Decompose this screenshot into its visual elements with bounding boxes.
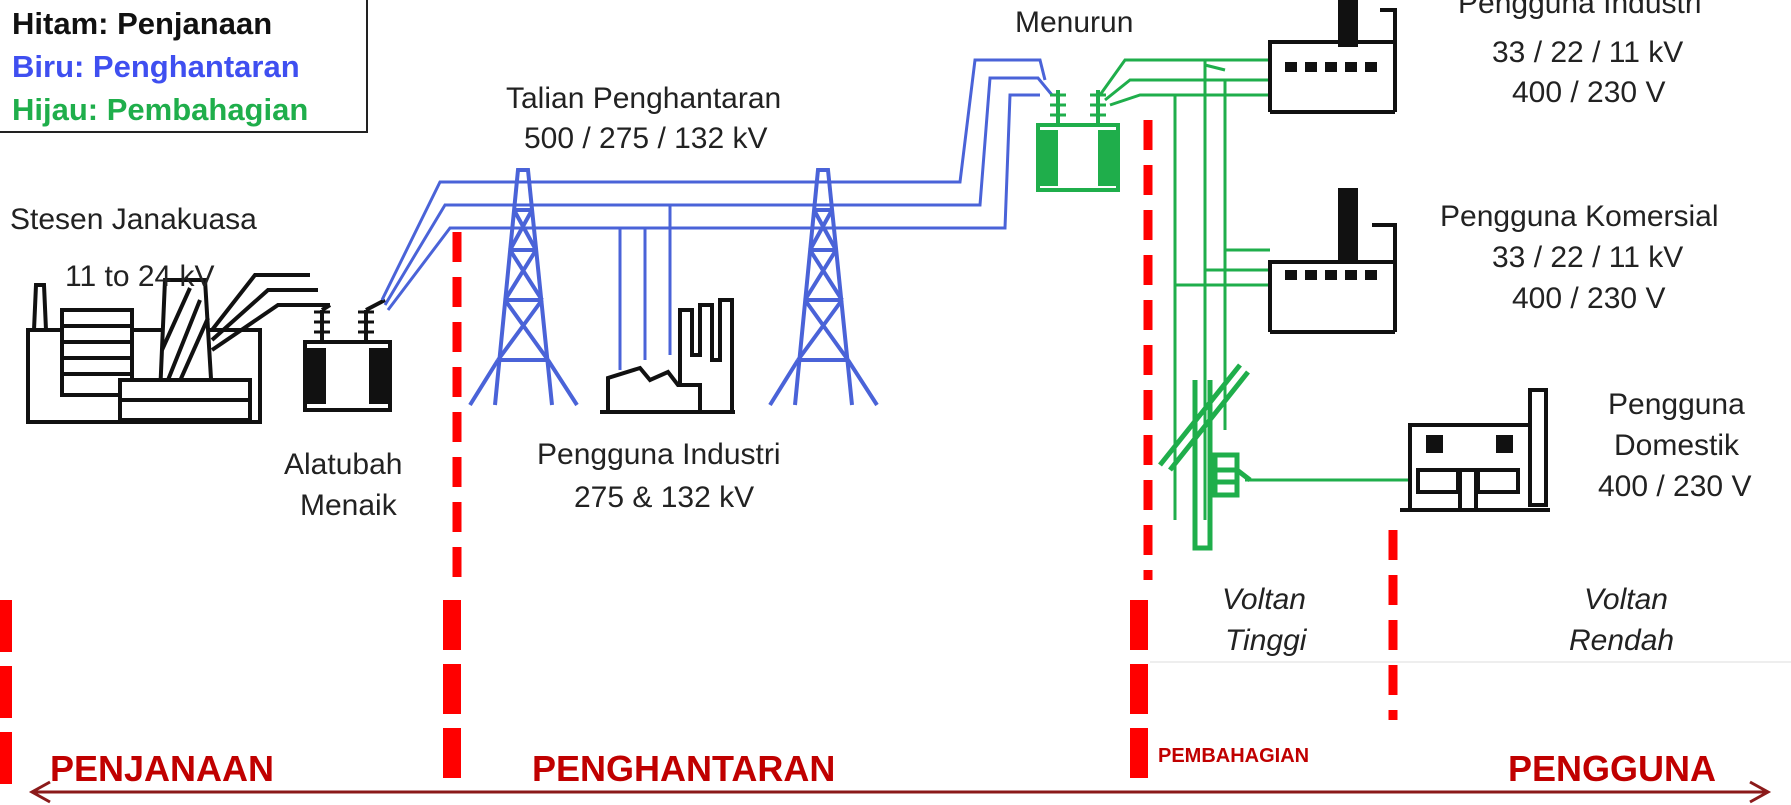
- label-stesen-janakuasa: Stesen Janakuasa: [10, 203, 257, 236]
- house-icon: [1400, 388, 1550, 512]
- label-gen-voltage: 11 to 24 kV: [65, 260, 215, 293]
- label-industri-275-1: Pengguna Industri: [537, 438, 781, 471]
- label-komersial-1: Pengguna Komersial: [1440, 200, 1719, 233]
- label-domestik-3: 400 / 230 V: [1598, 470, 1752, 503]
- label-komersial-2: 33 / 22 / 11 kV: [1492, 241, 1684, 274]
- sector-pengguna: PENGGUNA: [1508, 748, 1717, 789]
- label-industri-275-2: 275 & 132 kV: [574, 481, 755, 514]
- legend-transmission: Biru: Penghantaran: [12, 49, 300, 84]
- label-voltan-rendah-2: Rendah: [1569, 624, 1675, 657]
- power-plant-icon: [26, 273, 330, 424]
- factory-icon: [1268, 188, 1397, 334]
- label-domestik-2: Domestik: [1614, 429, 1740, 462]
- step-down-transformer-icon: [1036, 90, 1120, 192]
- industrial-plant-icon: [600, 298, 735, 414]
- legend-distribution: Hijau: Pembahagian: [12, 92, 309, 127]
- transmission-tower-icon: [468, 168, 579, 407]
- label-domestik-1: Pengguna: [1608, 388, 1745, 421]
- sector-pembahagian: PEMBAHAGIAN: [1158, 745, 1310, 767]
- label-industri-33-2: 33 / 22 / 11 kV: [1492, 36, 1684, 69]
- label-menurun: Menurun: [1015, 6, 1134, 39]
- label-alatubah-menaik-2: Menaik: [300, 489, 397, 522]
- sector-dividers: [0, 120, 1398, 790]
- label-industri-33-3: 400 / 230 V: [1512, 76, 1666, 109]
- label-komersial-3: 400 / 230 V: [1512, 282, 1666, 315]
- sector-penghantaran: PENGHANTARAN: [532, 748, 836, 789]
- distribution-pole-icon: [1158, 363, 1252, 551]
- factory-icon: [1268, 0, 1397, 114]
- label-voltan-rendah-1: Voltan: [1584, 583, 1668, 616]
- label-alatubah-menaik-1: Alatubah: [284, 448, 403, 481]
- label-industri-33-1: Pengguna Industri: [1458, 0, 1702, 20]
- step-up-transformer-icon: [303, 298, 392, 412]
- legend-generation: Hitam: Penjanaan: [12, 6, 273, 41]
- label-talian-1: Talian Penghantaran: [506, 82, 782, 115]
- transmission-tower-icon: [768, 168, 879, 407]
- label-talian-2: 500 / 275 / 132 kV: [524, 122, 768, 155]
- label-voltan-tinggi-1: Voltan: [1222, 583, 1306, 616]
- legend: Hitam: Penjanaan Biru: Penghantaran Hija…: [0, 0, 368, 133]
- label-voltan-tinggi-2: Tinggi: [1225, 624, 1307, 657]
- timeline-arrow: [28, 780, 1772, 804]
- transmission-lines: [380, 58, 1054, 370]
- sector-penjanaan: PENJANAAN: [50, 748, 275, 789]
